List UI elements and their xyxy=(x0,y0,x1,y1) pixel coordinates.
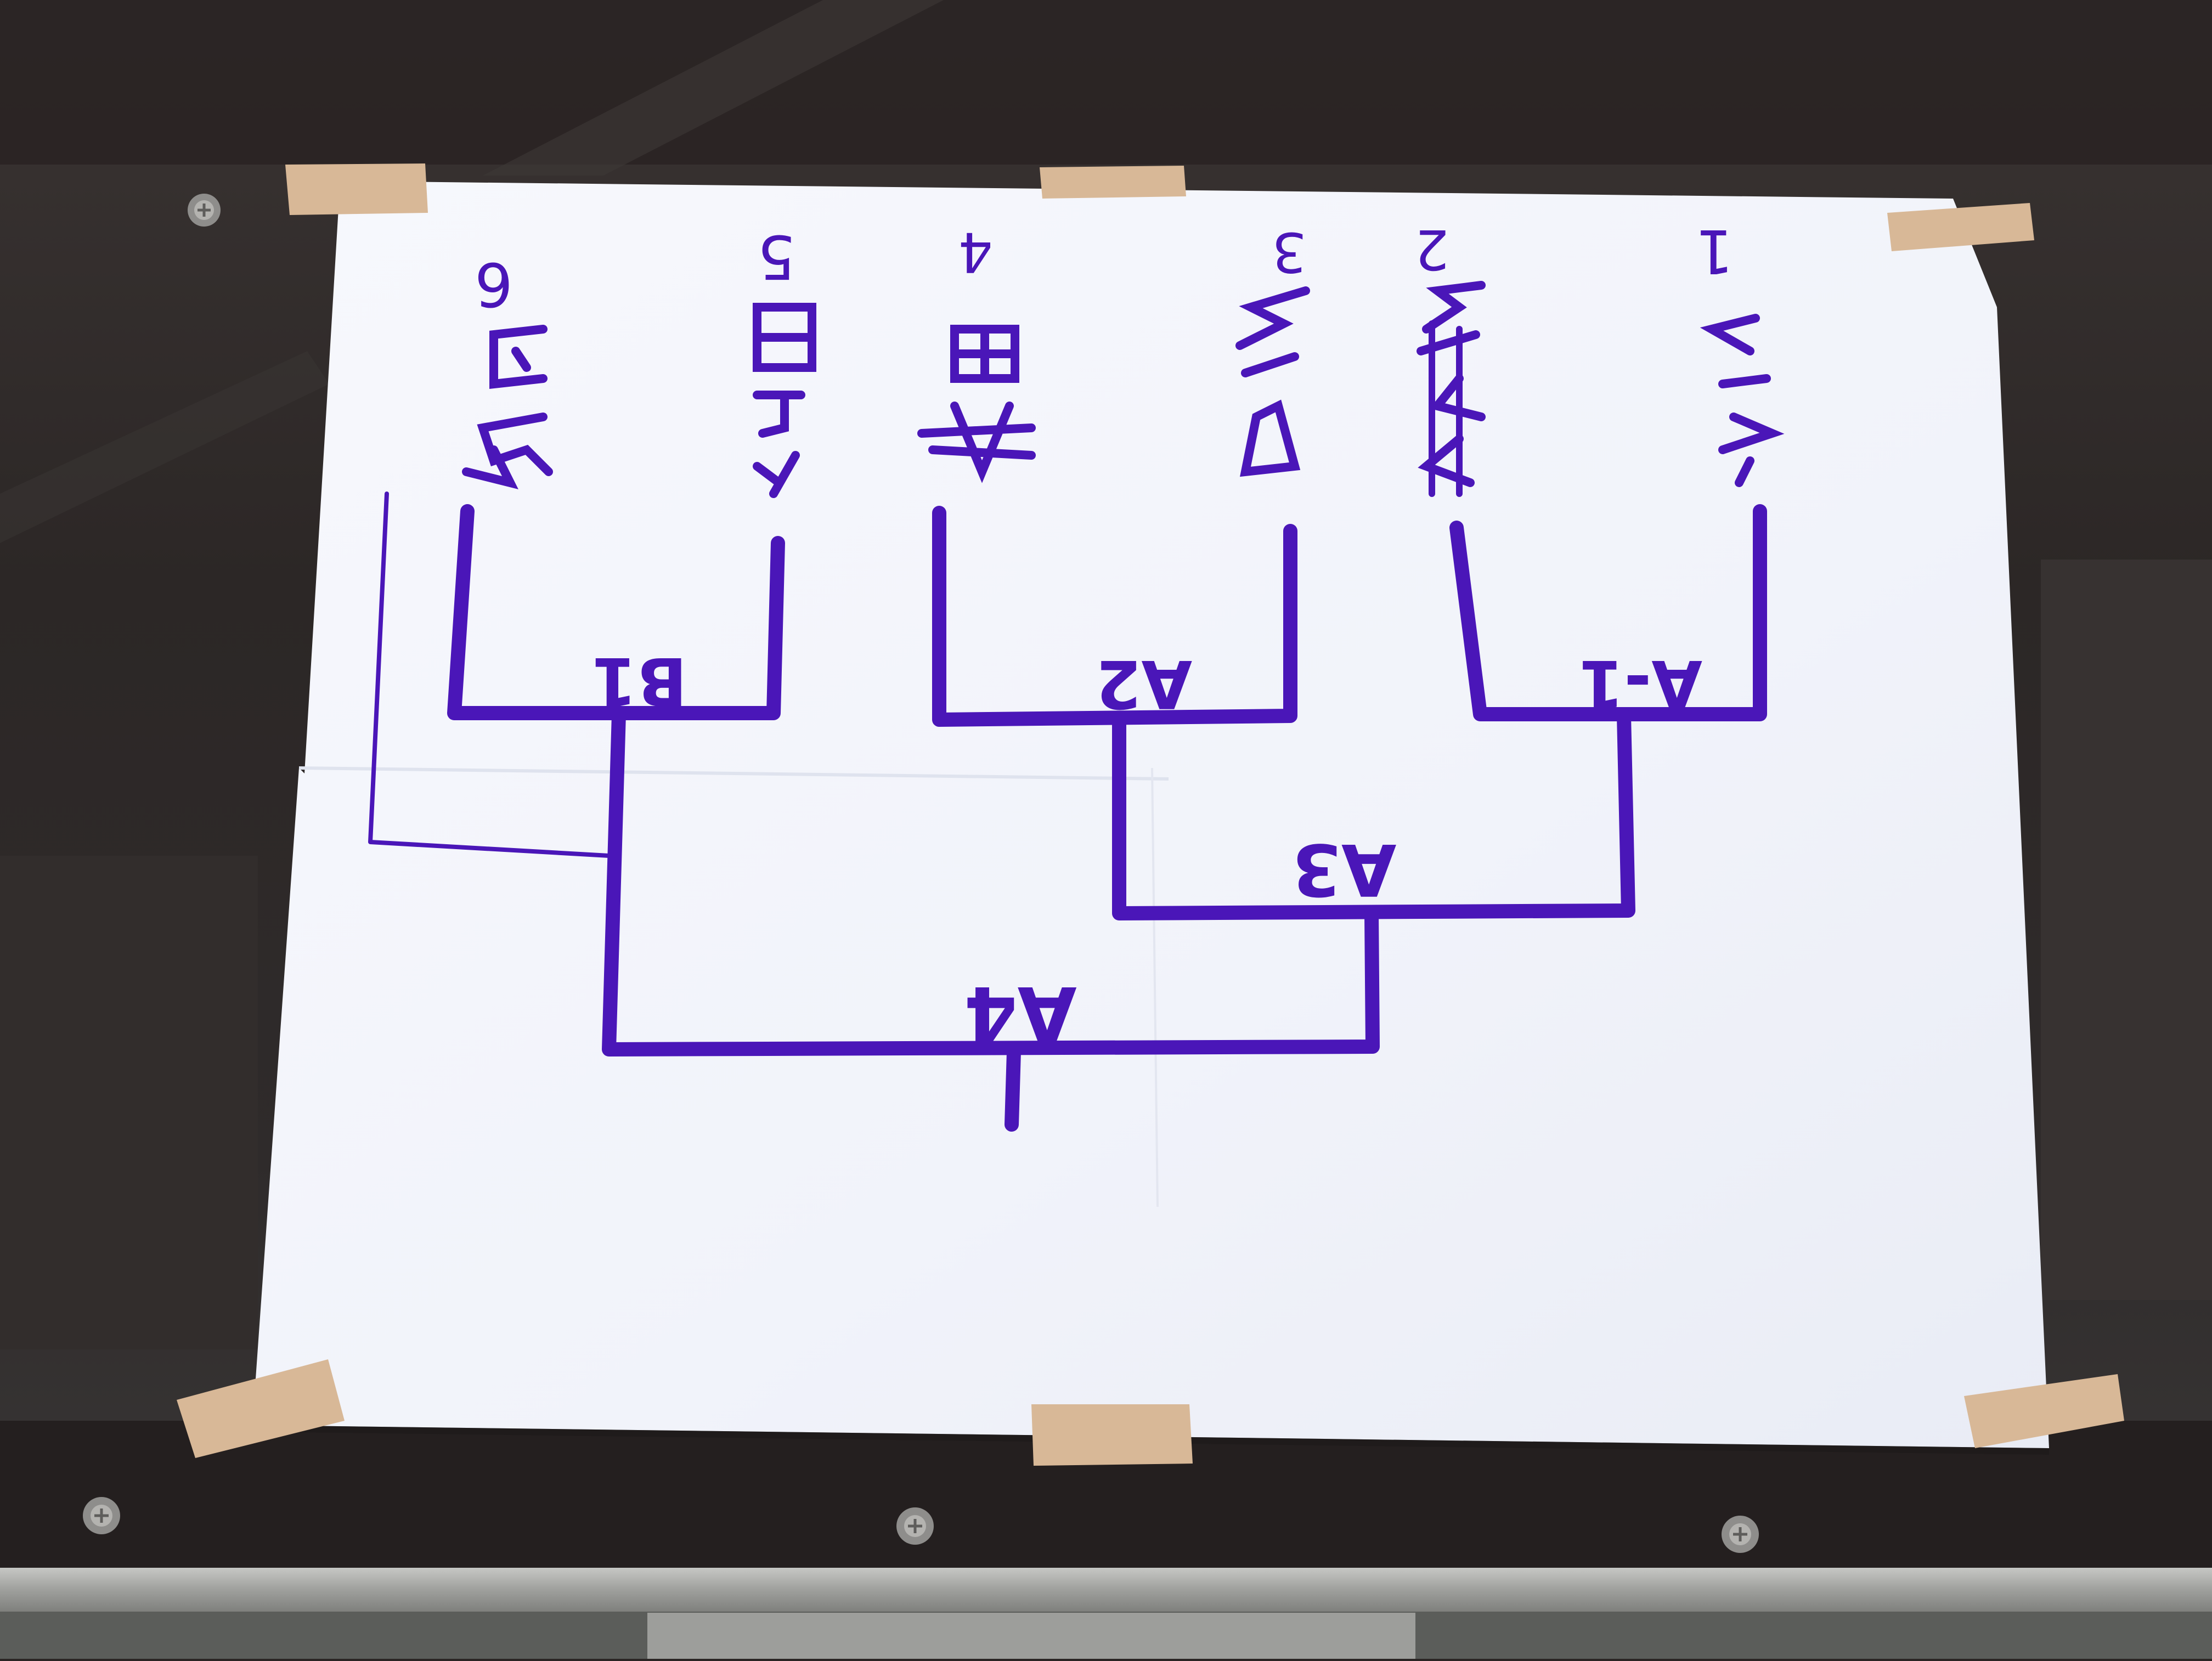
handwritten-names xyxy=(462,281,1785,498)
tape-strip xyxy=(285,163,428,215)
entrant-name-scribble-1 xyxy=(1700,314,1785,487)
entrant-number-3: 3 xyxy=(1272,220,1307,284)
match-label-a1: A-1 xyxy=(1578,645,1702,721)
entrant-number-6: 6 xyxy=(475,249,513,319)
tape-strip xyxy=(1040,166,1186,199)
screw-icon xyxy=(1722,1516,1759,1553)
entrant-name-scribble-6 xyxy=(462,325,553,489)
entrant-name-scribble-3 xyxy=(1235,286,1310,477)
entrant-name-scribble-4 xyxy=(917,325,1036,483)
left-panel xyxy=(0,856,258,1349)
label-layer: A-1 A2 B1 A3 A4 1 2 3 4 5 6 xyxy=(475,216,1734,1058)
screw-icon xyxy=(83,1497,120,1534)
tape-strip xyxy=(177,1359,345,1458)
roof-band xyxy=(0,0,2212,165)
bracket-line-final xyxy=(1005,1045,1021,1132)
bracket-line-thin xyxy=(368,491,611,858)
entrant-number-5: 5 xyxy=(757,222,795,292)
metal-rail xyxy=(0,1568,2212,1612)
entrant-number-2: 2 xyxy=(1414,217,1449,281)
entrant-number-1: 1 xyxy=(1695,216,1734,286)
match-label-b1: B1 xyxy=(591,642,687,719)
match-label-a3: A3 xyxy=(1291,828,1396,911)
bracket-line-a4 xyxy=(602,707,1380,1057)
below-rail-light xyxy=(647,1613,1415,1659)
paper-fold xyxy=(298,766,1169,781)
bracket-drawing xyxy=(368,491,1767,1132)
tape-strip xyxy=(1964,1374,2124,1448)
glass-reflection xyxy=(0,351,329,543)
tape-strip xyxy=(1887,203,2034,251)
paper-fold xyxy=(1151,767,1159,1207)
entrant-name-scribble-5 xyxy=(753,303,816,498)
match-label-a2: A2 xyxy=(1096,645,1192,721)
tape-strip xyxy=(1031,1404,1193,1466)
screw-icon xyxy=(188,194,221,227)
entrant-number-4: 4 xyxy=(958,220,993,284)
paper-sheet xyxy=(252,181,2049,1448)
entrant-name-scribble-2 xyxy=(1417,281,1486,497)
right-panel xyxy=(2041,560,2212,1300)
screw-icon xyxy=(896,1507,934,1545)
glass-reflection xyxy=(483,0,944,176)
match-label-a4: A4 xyxy=(964,969,1077,1058)
